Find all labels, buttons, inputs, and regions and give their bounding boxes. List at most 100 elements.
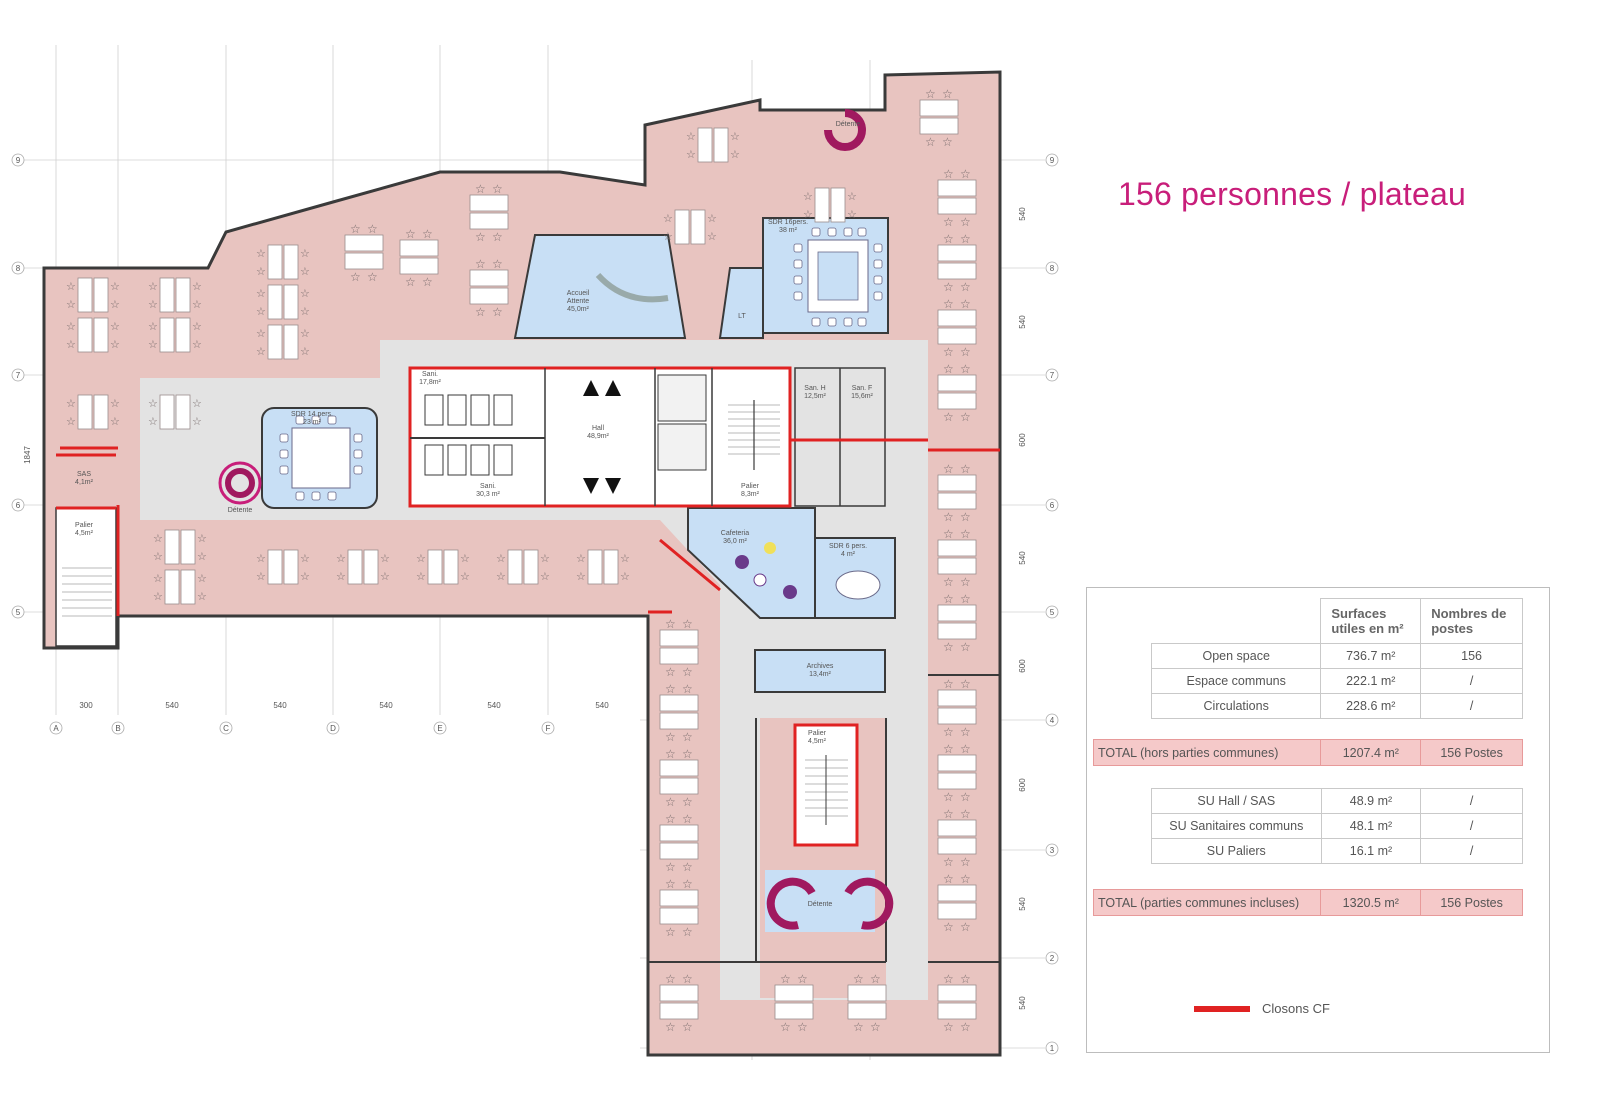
- axis-row-left-5: [11, 605, 25, 619]
- axis-row-right-7: [1045, 368, 1059, 382]
- axis-col-A-label: A: [53, 724, 59, 733]
- row-dim: 540: [1018, 897, 1027, 911]
- axis-row-right-4-label: 4: [1050, 716, 1055, 725]
- axis-row-right-8: [1045, 261, 1059, 275]
- axis-row-right-2: [1045, 951, 1059, 965]
- axis-row-left-5-label: 5: [16, 608, 21, 617]
- axis-row-right-5-label: 5: [1050, 608, 1055, 617]
- header-surfaces: Surfaces utiles en m²: [1320, 598, 1422, 644]
- label-sdr6: SDR 6 pers.4 m²: [829, 543, 867, 558]
- total-communes-incluses: TOTAL (parties communes incluses) 1320.5…: [1092, 889, 1523, 916]
- accueil-room: [513, 234, 687, 339]
- table-row: Circulations 228.6 m² /: [1150, 693, 1523, 719]
- label-detente-mid: Détente: [228, 507, 253, 514]
- surface-table: Surfaces utiles en m² Nombres de postes …: [1150, 598, 1523, 719]
- label-lt: LT: [738, 313, 746, 320]
- row-dim: 540: [1018, 551, 1027, 565]
- label-sdr16: SDR 16pers.38 m²: [768, 219, 808, 234]
- row-dim: 540: [1018, 315, 1027, 329]
- axis-row-right-4: [1045, 713, 1059, 727]
- axis-col-F-label: F: [546, 724, 551, 733]
- fire-walls: [60, 446, 1000, 616]
- axis-row-left-7: [11, 368, 25, 382]
- axis-row-left-7-label: 7: [16, 371, 21, 380]
- axis-row-right-6: [1045, 498, 1059, 512]
- column-dim: 540: [379, 701, 393, 710]
- label-sani-bot: Sani.30,3 m²: [476, 483, 500, 498]
- axis-row-right-1: [1045, 1041, 1059, 1055]
- occupancy-headline: 156 personnes / plateau: [1118, 176, 1466, 212]
- axis-row-right-5: [1045, 605, 1059, 619]
- axis-col-B: [111, 721, 125, 735]
- axis-row-right-1-label: 1: [1050, 1044, 1055, 1053]
- axis-row-left-8-label: 8: [16, 264, 21, 273]
- axis-row-right-9: [1045, 153, 1059, 167]
- column-dim: 540: [165, 701, 179, 710]
- axis-row-left-8: [11, 261, 25, 275]
- row-dim: 600: [1018, 433, 1027, 447]
- axis-col-B-label: B: [115, 724, 120, 733]
- axis-col-C: [219, 721, 233, 735]
- table-row: SU Sanitaires communs 48.1 m² /: [1151, 813, 1523, 839]
- label-detente-bot: Détente: [808, 901, 833, 908]
- label-detente-top: Détente: [836, 121, 861, 128]
- axis-col-D-label: D: [330, 724, 336, 733]
- core: [408, 366, 928, 508]
- axis-col-C-label: C: [223, 724, 229, 733]
- meeting-tables: [279, 227, 883, 600]
- row-dim: 600: [1018, 659, 1027, 673]
- axis-row-left-6-label: 6: [16, 501, 21, 510]
- legend-label: Closons CF: [1262, 1001, 1330, 1016]
- axis-col-E-label: E: [437, 724, 442, 733]
- header-postes: Nombres de postes: [1420, 598, 1523, 644]
- axis-row-left-9-label: 9: [16, 156, 21, 165]
- column-dim: 540: [487, 701, 501, 710]
- column-dim: 540: [273, 701, 287, 710]
- west-stair: [55, 453, 117, 647]
- table-row: Open space 736.7 m² 156: [1150, 643, 1523, 669]
- left-dim: 1847: [23, 446, 32, 464]
- axis-row-right-8-label: 8: [1050, 264, 1055, 273]
- detente-arcs: [218, 109, 894, 930]
- column-dim: 540: [595, 701, 609, 710]
- axis-row-right-6-label: 6: [1050, 501, 1055, 510]
- axis-row-right-7-label: 7: [1050, 371, 1055, 380]
- table-row: SU Hall / SAS 48.9 m² /: [1151, 788, 1523, 814]
- lt-room: [718, 267, 764, 339]
- column-dim: 300: [79, 701, 93, 710]
- common-areas-table: SU Hall / SAS 48.9 m² / SU Sanitaires co…: [1151, 788, 1523, 864]
- axis-row-right-9-label: 9: [1050, 156, 1055, 165]
- summary-panel: Surfaces utiles en m² Nombres de postes …: [1086, 587, 1550, 1053]
- axis-row-right-3: [1045, 843, 1059, 857]
- total-hors-communes: TOTAL (hors parties communes) 1207.4 m² …: [1092, 739, 1523, 766]
- row-dim: 540: [1018, 996, 1027, 1010]
- axis-col-E: [433, 721, 447, 735]
- row-dim: 600: [1018, 778, 1027, 792]
- table-row: SU Paliers 16.1 m² /: [1151, 838, 1523, 864]
- axis-col-A: [49, 721, 63, 735]
- south-stair: [793, 723, 859, 847]
- fire-wall-swatch: [1194, 1005, 1250, 1012]
- legend: Closons CF: [1194, 1001, 1330, 1016]
- label-sdr14: SDR 14 pers.23 m²: [291, 411, 333, 426]
- label-sani-top: Sani.17,8m²: [419, 371, 441, 386]
- axis-col-F: [541, 721, 555, 735]
- row-dim: 540: [1018, 207, 1027, 221]
- axis-col-D: [326, 721, 340, 735]
- axis-row-left-9: [11, 153, 25, 167]
- archives-room: [754, 649, 886, 693]
- interior-walls: [648, 674, 1000, 963]
